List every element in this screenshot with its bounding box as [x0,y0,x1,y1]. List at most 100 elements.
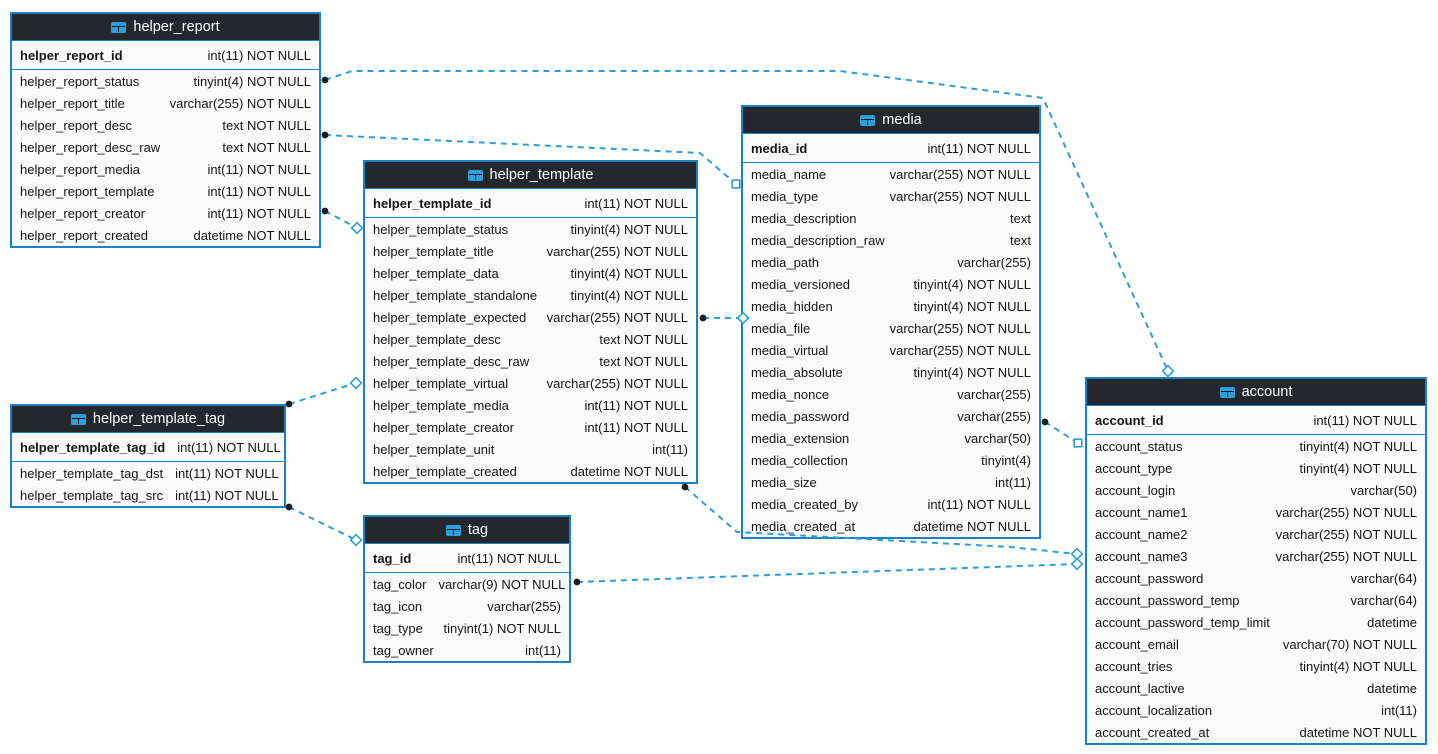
field-type: varchar(255) NOT NULL [1275,526,1417,542]
field-name: helper_template_id [373,195,492,211]
field-name: media_file [751,320,811,336]
table-header[interactable]: account [1087,379,1425,406]
field-type: int(11) NOT NULL [177,439,281,455]
table-header[interactable]: helper_template [365,162,696,189]
field-name: helper_template_virtual [373,375,509,391]
field-name: helper_template_data [373,265,499,281]
field-name: media_extension [751,430,850,446]
table-title: helper_report [133,19,220,35]
relation-line-tag-account[interactable] [576,563,1078,583]
field-name: helper_template_unit [373,441,495,457]
relation-line-helper_report-helper_template[interactable] [324,210,358,229]
table-title: media [882,112,922,128]
field-type: datetime NOT NULL [570,463,688,479]
field-name: media_versioned [751,276,851,292]
relation-line-helper_template_tag-tag[interactable] [288,506,357,541]
relation-line-helper_template_tag-helper_template[interactable] [288,382,357,405]
field-name: helper_report_template [20,183,155,199]
field-type: text NOT NULL [599,331,688,347]
field-name: media_nonce [751,386,830,402]
field-type: varchar(255) NOT NULL [889,166,1031,182]
table-header[interactable]: media [743,107,1039,134]
table-header[interactable]: tag [365,517,569,544]
table-header[interactable]: helper_report [12,14,319,41]
field-type: varchar(255) [957,386,1031,402]
relation-line-media-account[interactable] [1044,421,1079,444]
field-row[interactable]: media_nonce varchar(255) [743,383,1039,405]
field-type: varchar(255) NOT NULL [546,309,688,325]
table-header[interactable]: helper_template_tag [12,406,284,433]
field-type: varchar(255) [957,408,1031,424]
field-type: datetime NOT NULL [193,227,311,243]
